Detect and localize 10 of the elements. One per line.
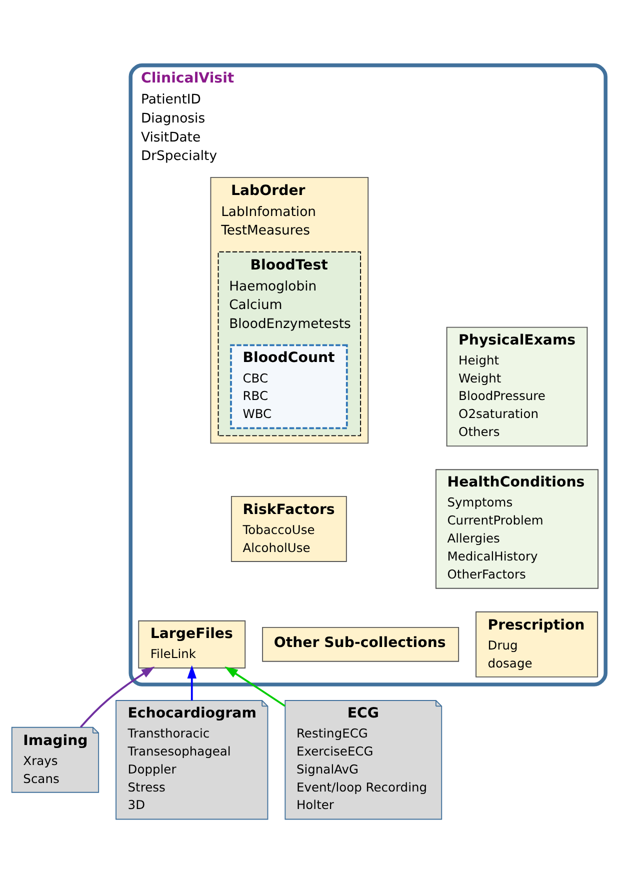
arrow — [224, 666, 286, 706]
node-box: LargeFiles FileLink — [138, 620, 246, 668]
node-box: RiskFactors TobaccoUse AlcoholUse — [230, 495, 347, 562]
node-box: HealthConditions Symptoms CurrentProblem Allergies MedicalHistory OtherFactors — [435, 468, 599, 588]
node-box: Prescription Drug dosage — [476, 610, 598, 677]
arrow — [187, 664, 196, 700]
arrow — [80, 666, 155, 728]
node-box: Other Sub-collections — [262, 626, 460, 662]
node-box: BloodCount CBC RBC WBC — [230, 344, 348, 429]
node-box: PhysicalExams Height Weight BloodPressure O2saturation Others — [446, 326, 588, 446]
